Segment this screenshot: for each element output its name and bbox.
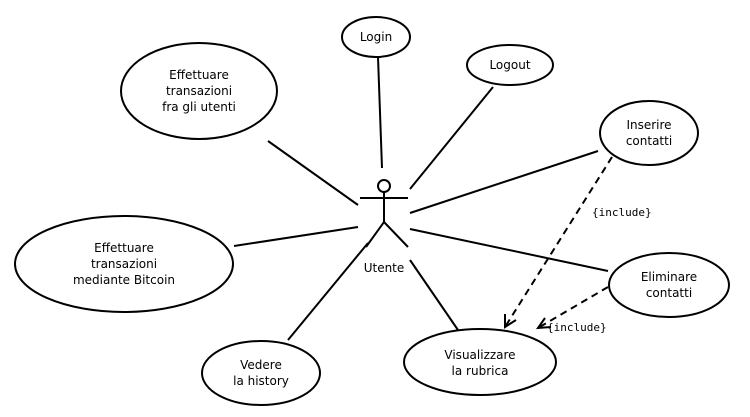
use-case-vedere-history[interactable]: Vedere la history [201,340,321,406]
actor-right-leg [383,221,409,248]
use-case-label-line: Vedere [240,358,282,372]
use-case-transazioni-utenti[interactable]: Effettuare transazioni fra gli utenti [120,42,278,140]
use-case-label-line: transazioni [166,84,232,98]
include-relations: {include} {include} [504,156,652,334]
use-case-label-line: Eliminare [641,270,697,284]
association-logout [409,86,494,190]
association-transazioni-utenti [267,140,359,206]
use-case-label-line: la rubrica [452,364,509,378]
actor-label: Utente [364,261,405,275]
use-case-label-line: transazioni [91,257,157,271]
use-case-label-line: contatti [646,286,692,300]
actor-head [377,179,391,193]
include-line-eliminare [537,286,609,329]
use-case-login[interactable]: Login [341,16,411,58]
association-login [377,56,383,169]
use-case-label: Login [360,30,392,44]
use-case-label-line: mediante Bitcoin [73,273,175,287]
associations [233,56,609,341]
use-case-label-line: la history [233,374,289,388]
use-case-visualizzare-rubrica[interactable]: Visualizzare la rubrica [403,328,557,396]
include-arrowhead-eliminare [535,317,552,330]
actor-left-leg [365,221,385,248]
include-arrowhead-inserire [504,314,517,329]
association-transazioni-bitcoin [233,226,359,247]
actor-utente[interactable]: Utente [360,179,409,275]
association-eliminare [409,228,609,272]
use-case-label-line: Effettuare [169,68,229,82]
include-label-inserire: {include} [592,206,652,219]
association-history [287,242,369,341]
use-case-label-line: fra gli utenti [162,100,236,114]
use-case-label-line: Visualizzare [444,348,515,362]
use-case-label-line: Inserire [626,118,671,132]
use-case-eliminare-contatti[interactable]: Eliminare contatti [608,252,730,318]
use-case-label-line: contatti [626,134,672,148]
use-case-transazioni-bitcoin[interactable]: Effettuare transazioni mediante Bitcoin [14,215,234,313]
include-label-eliminare: {include} [547,321,607,334]
include-line-inserire [504,156,613,328]
use-case-label: Logout [489,58,530,72]
use-case-logout[interactable]: Logout [466,44,554,86]
use-case-inserire-contatti[interactable]: Inserire contatti [599,100,699,166]
use-case-label-line: Effettuare [94,241,154,255]
association-inserire [409,150,599,214]
association-rubrica [409,259,459,331]
